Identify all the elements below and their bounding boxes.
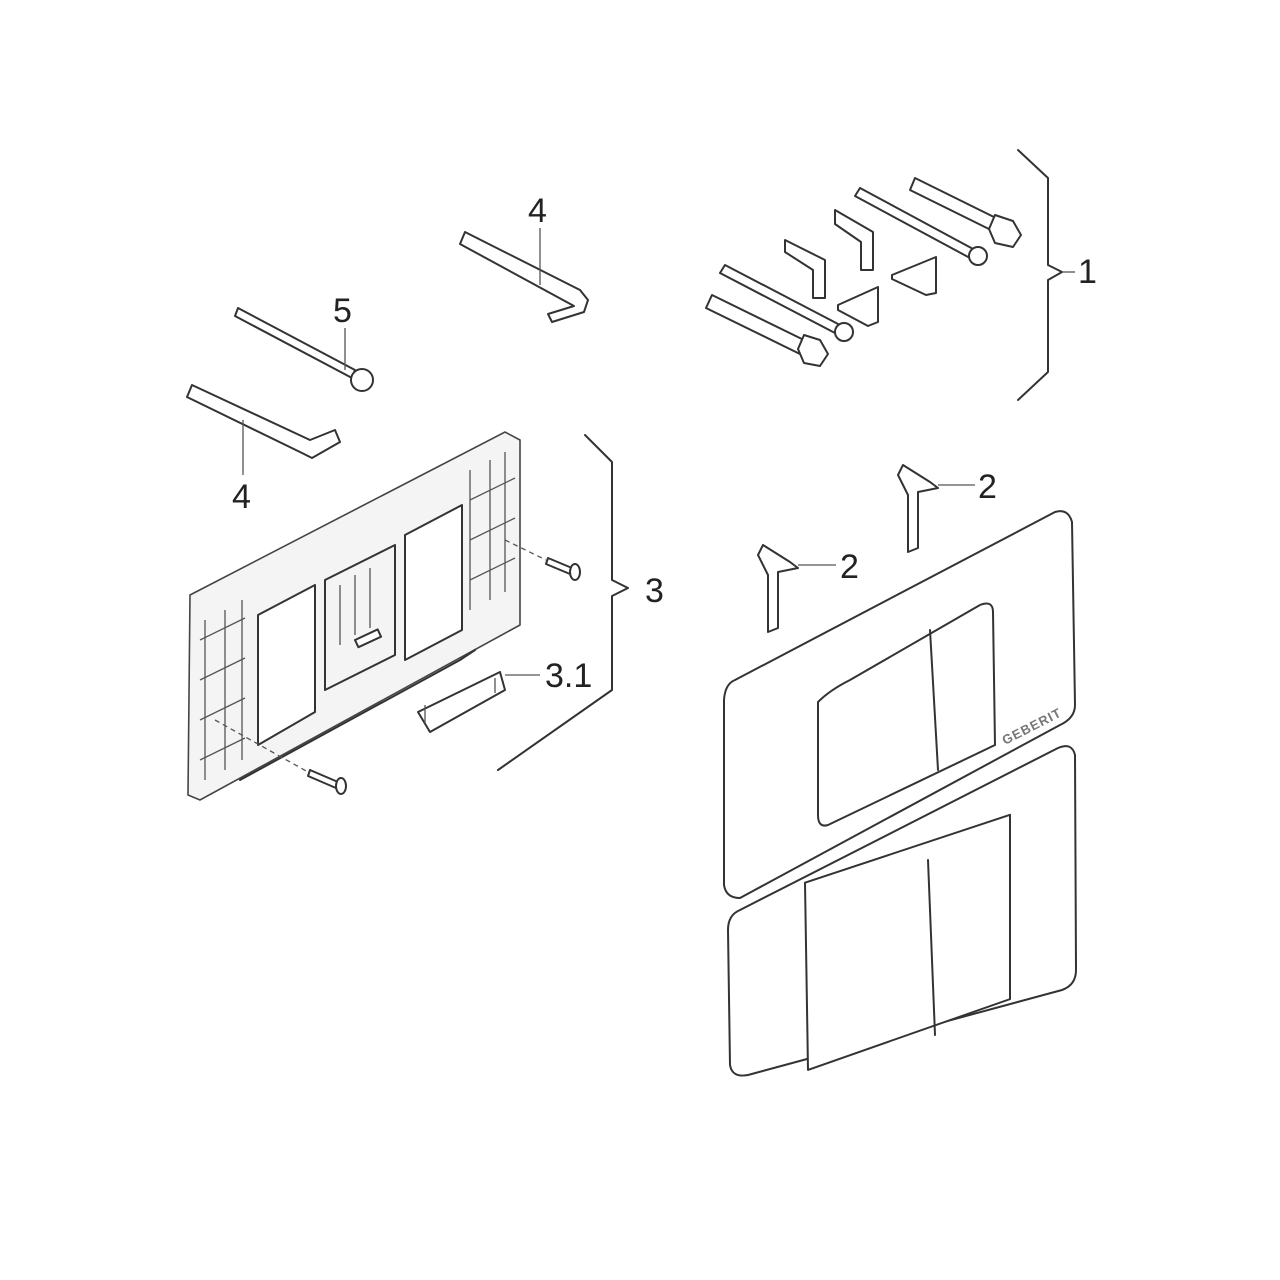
label-part-5: 5 [333,292,352,330]
threaded-rod [719,264,854,342]
bracket [834,209,874,271]
frame-screw-right [504,539,581,581]
part-1-screw-set [705,149,1075,401]
threaded-rod [854,187,988,266]
part-5-long-screw [234,307,374,392]
label-part-2-lower: 2 [840,548,859,586]
threaded-rod [705,294,829,367]
part-4-support-rod-top [459,228,589,323]
bracket [891,256,937,296]
bracket [837,286,879,327]
part-4-support-rod-left [186,384,341,475]
part-3-mounting-frame [187,431,521,801]
part-2-spring-clip [757,544,836,633]
frame-brace-3 [497,434,629,771]
bracket [784,239,826,299]
flush-plate-back [727,745,1077,1077]
label-part-4-left: 4 [232,478,251,516]
threaded-rod [909,177,1022,248]
label-part-1: 1 [1078,253,1097,291]
frame-screw-left [214,719,347,795]
flush-plate-front: GEBERIT [723,510,1076,899]
bracket-brace-1 [1017,149,1063,401]
part-3-1-clip [417,671,540,733]
label-part-2-upper: 2 [978,468,997,506]
label-part-3: 3 [645,572,664,610]
label-part-4-top: 4 [528,192,547,230]
part-2-spring-clip [897,464,975,553]
label-part-3-1: 3.1 [545,657,592,695]
